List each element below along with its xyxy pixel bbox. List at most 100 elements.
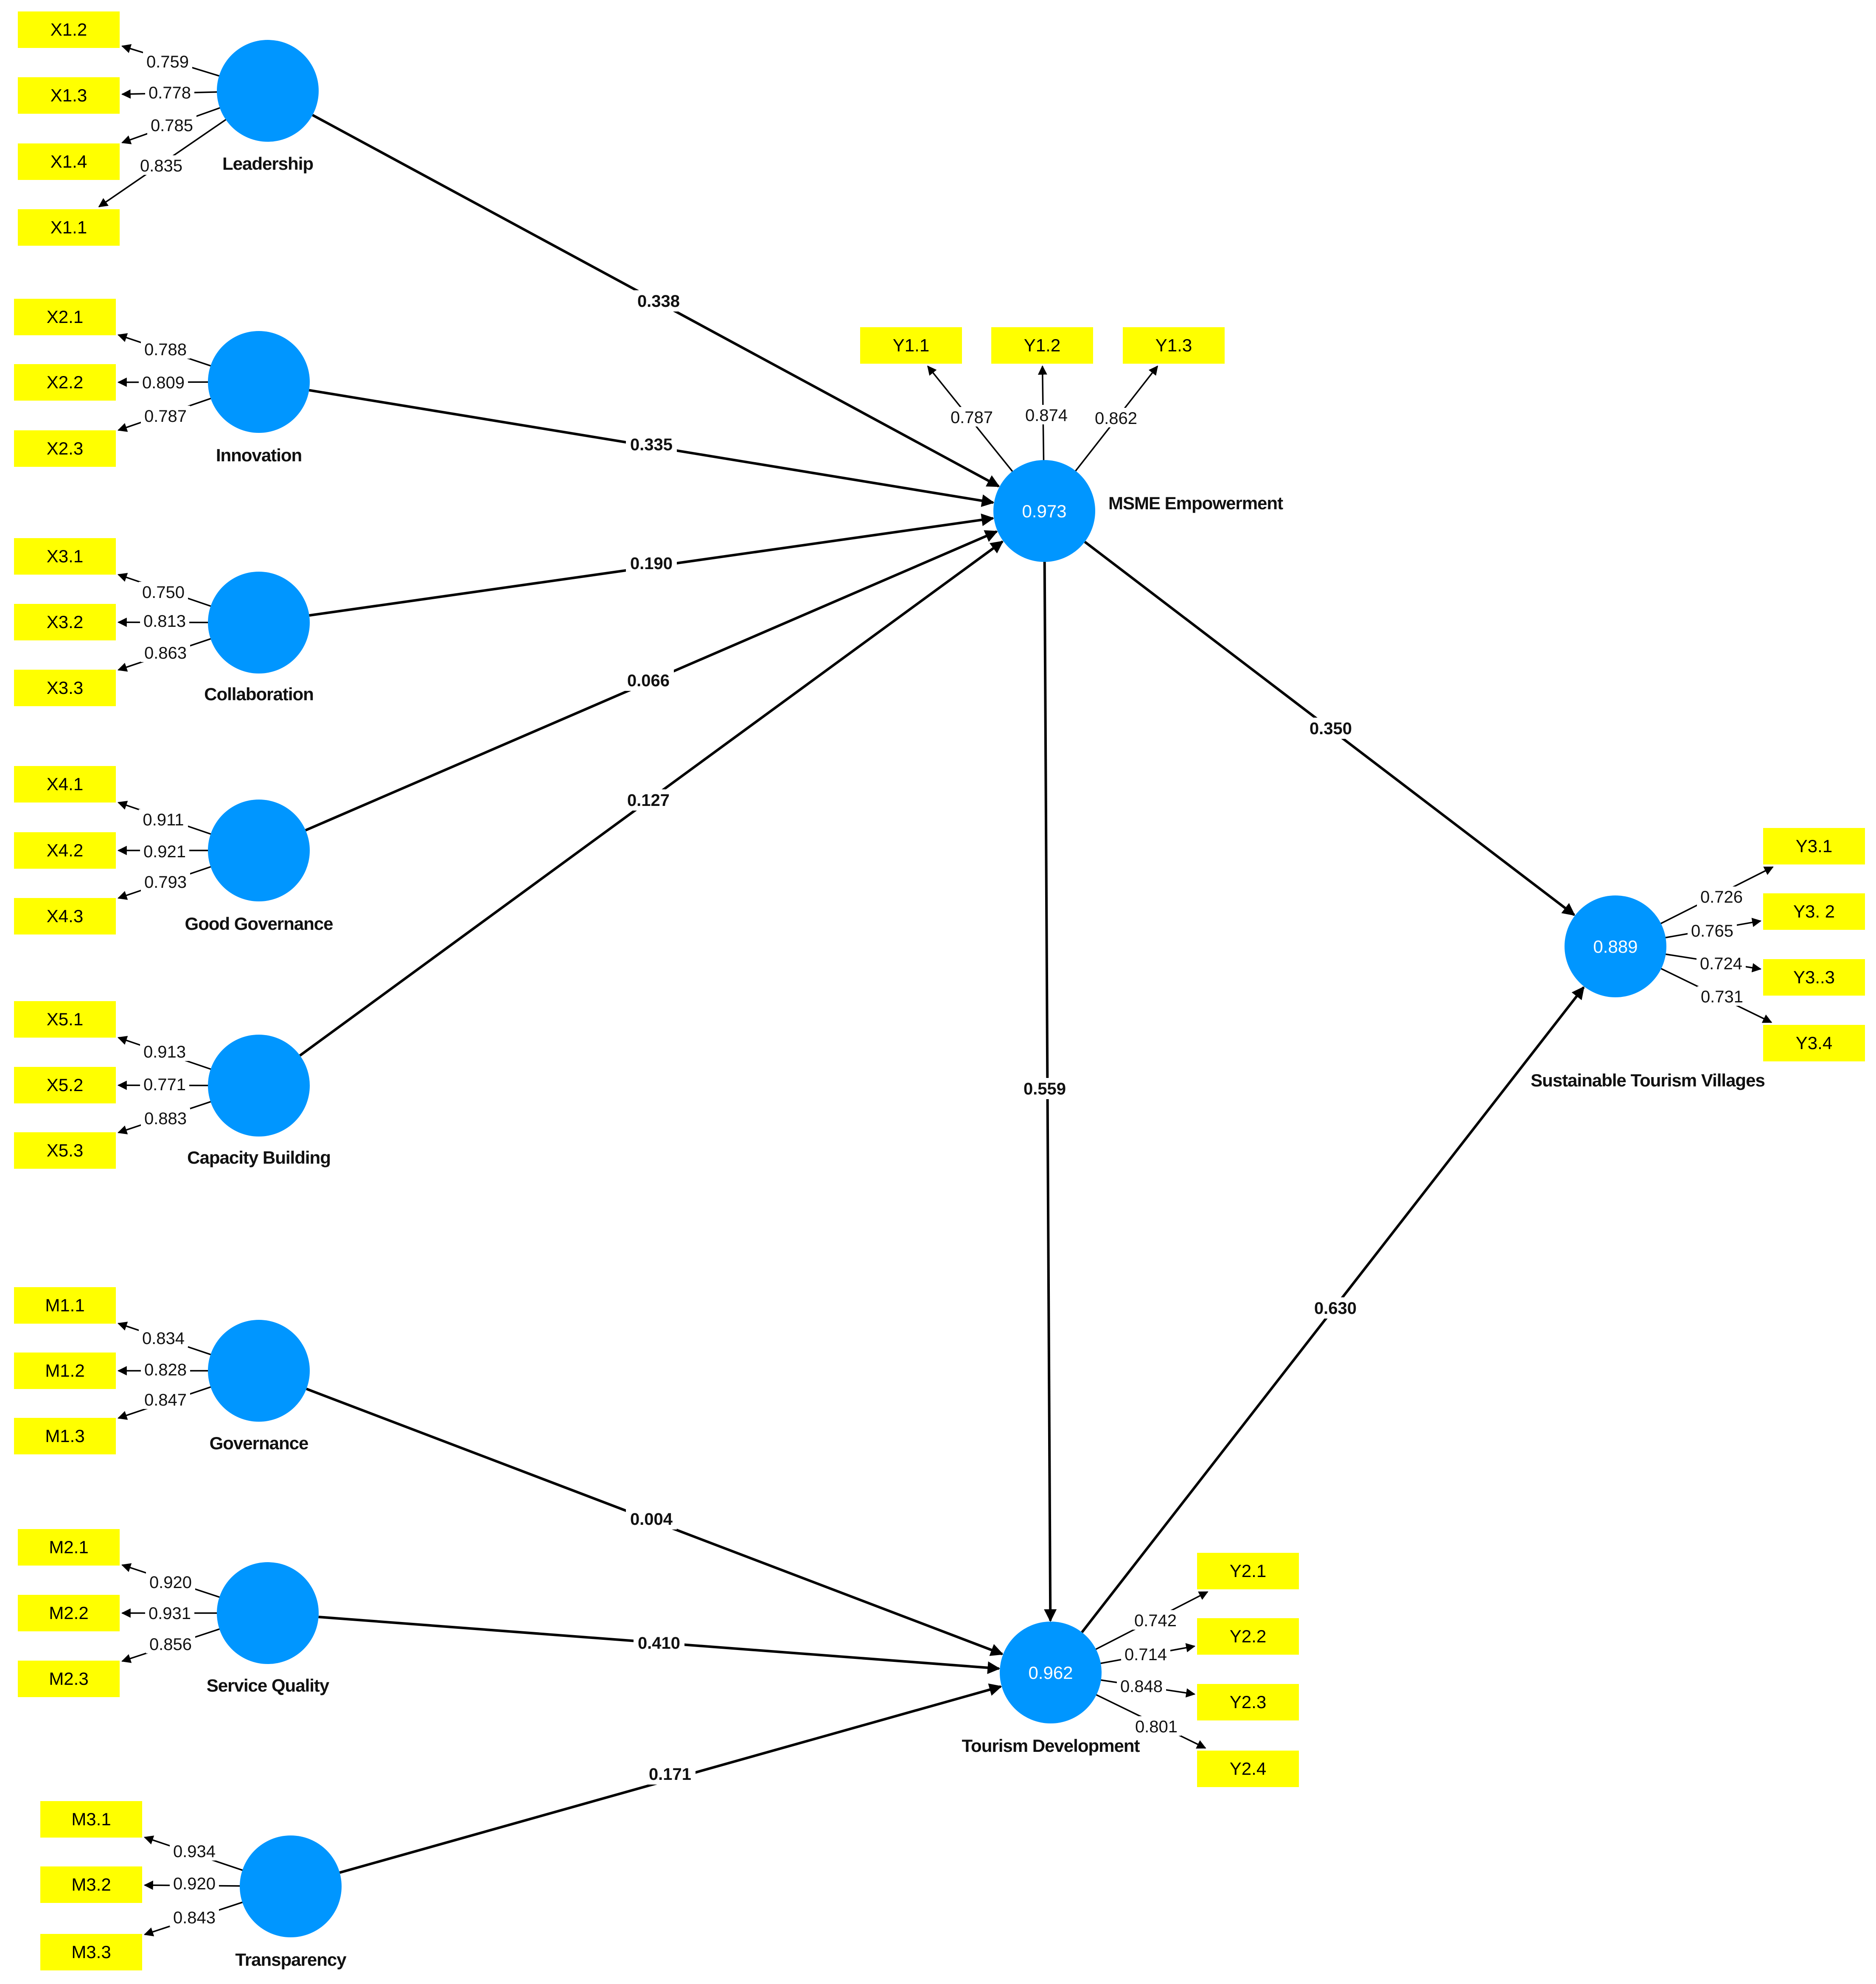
indicator-y3-1-box[interactable] — [1763, 828, 1865, 864]
indicator-x3-3-loading-value: 0.863 — [144, 644, 187, 662]
indicator-x4-1-loading-value: 0.911 — [143, 811, 184, 829]
indicator-x4-1-label: X4.1 — [47, 774, 83, 794]
indicator-y1-1-loading-value: 0.787 — [951, 408, 993, 427]
indicator-y3-3-label: Y3..3 — [1793, 967, 1835, 987]
indicator-x3-2-box[interactable] — [14, 604, 116, 640]
indicator-y2-1-loading-bg — [1131, 1610, 1180, 1630]
indicator-x5-1-box[interactable] — [14, 1001, 116, 1038]
indicator-y2-2-loading-value: 0.714 — [1124, 1645, 1167, 1664]
indicator-x4-3-box[interactable] — [14, 898, 116, 934]
construct-tourism-dev-node[interactable] — [1000, 1622, 1102, 1723]
indicator-m2-3-loading-bg — [146, 1634, 195, 1653]
indicator-x2-2-loading-value: 0.809 — [142, 373, 185, 392]
measurement-loadings: 0.7590.7780.7850.8350.7880.8090.7870.750… — [98, 44, 1774, 1936]
indicator-x4-3-loading-value: 0.793 — [144, 873, 187, 892]
indicator-m2-3-box[interactable] — [18, 1661, 120, 1697]
construct-transparency-node[interactable] — [240, 1835, 342, 1937]
indicator-m1-2-box[interactable] — [14, 1353, 116, 1389]
indicator-y3-2-box[interactable] — [1763, 893, 1865, 930]
indicator-m3-2-box[interactable] — [40, 1866, 142, 1903]
indicator-x1-1-label: X1.1 — [50, 217, 87, 237]
indicator-m3-1-loading-value: 0.934 — [173, 1842, 216, 1861]
indicator-y2-3-loading-bg — [1117, 1676, 1166, 1695]
indicator-m3-2-loading-bg — [170, 1873, 219, 1893]
indicator-m2-3-loading-value: 0.856 — [149, 1635, 192, 1654]
indicator-x5-3-box[interactable] — [14, 1132, 116, 1169]
indicator-m1-3-box[interactable] — [14, 1418, 116, 1454]
indicator-y1-3-loading-bg — [1091, 408, 1141, 427]
indicator-x1-1-box[interactable] — [18, 209, 120, 246]
construct-leadership-node[interactable] — [217, 40, 319, 142]
indicator-y2-2-label: Y2.2 — [1230, 1626, 1266, 1646]
indicator-y2-2-loading-bg — [1121, 1644, 1170, 1664]
indicator-x3-1-box[interactable] — [14, 538, 116, 575]
indicator-y3-4-loading-value: 0.731 — [1701, 988, 1743, 1006]
construct-capacity-building-node[interactable] — [208, 1035, 310, 1137]
construct-collaboration-name: Collaboration — [204, 684, 314, 704]
indicator-m2-1-box[interactable] — [18, 1529, 120, 1566]
indicator-x5-3-loading-bg — [141, 1108, 190, 1128]
path-good-governance-to-msme-label-bg — [623, 670, 674, 691]
indicator-y1-2-loading-value: 0.874 — [1025, 406, 1068, 425]
indicator-m1-2-label: M1.2 — [45, 1361, 84, 1381]
indicator-x5-2-box[interactable] — [14, 1067, 116, 1103]
indicator-x2-1-label: X2.1 — [47, 307, 83, 327]
indicator-y3-4-box[interactable] — [1763, 1025, 1865, 1061]
construct-governance-node[interactable] — [208, 1320, 310, 1422]
indicator-y1-1-label: Y1.1 — [893, 335, 929, 355]
indicator-m3-3-box[interactable] — [40, 1934, 142, 1970]
indicator-x2-1-loading-bg — [141, 339, 190, 359]
indicator-m1-1-box[interactable] — [14, 1287, 116, 1324]
construct-msme-r-squared: 0.973 — [1022, 501, 1066, 521]
construct-stv-node[interactable] — [1565, 895, 1666, 997]
indicator-x2-1-box[interactable] — [14, 299, 116, 335]
indicator-x2-2-box[interactable] — [14, 364, 116, 401]
indicator-y1-3-box[interactable] — [1123, 327, 1225, 364]
construct-collaboration-node[interactable] — [208, 572, 310, 673]
construct-service-quality-node[interactable] — [217, 1562, 319, 1664]
indicator-x1-3-loading-bg — [145, 82, 194, 102]
indicator-x3-1-loading-bg — [139, 582, 188, 601]
indicator-y2-1-box[interactable] — [1197, 1553, 1299, 1589]
indicator-x4-2-box[interactable] — [14, 832, 116, 869]
indicator-y2-2-box[interactable] — [1197, 1618, 1299, 1655]
indicator-m3-2-loading-value: 0.920 — [173, 1875, 216, 1893]
path-capacity-building-to-msme-label-bg — [623, 789, 674, 811]
indicator-boxes: X1.2X1.3X1.4X1.1X2.1X2.2X2.3X3.1X3.2X3.3… — [14, 11, 1865, 1970]
indicator-x1-2-box[interactable] — [18, 11, 120, 48]
indicator-m2-2-box[interactable] — [18, 1595, 120, 1631]
indicator-m3-1-box[interactable] — [40, 1801, 142, 1838]
path-collaboration-to-msme-label-bg — [626, 553, 677, 574]
path-leadership-to-msme-label-bg — [633, 290, 684, 311]
indicator-y3-3-loading-value: 0.724 — [1700, 954, 1742, 973]
indicator-x1-1-loading-value: 0.835 — [140, 157, 182, 175]
indicator-x1-1-loading-bg — [137, 155, 186, 175]
construct-good-governance-node[interactable] — [208, 800, 310, 901]
indicator-y2-4-box[interactable] — [1197, 1751, 1299, 1787]
indicator-x3-3-box[interactable] — [14, 670, 116, 706]
construct-innovation-name: Innovation — [216, 445, 302, 465]
path-governance-to-tourism-dev-coefficient: 0.004 — [630, 1510, 673, 1529]
indicator-x1-4-box[interactable] — [18, 143, 120, 180]
indicator-x3-3-loading-bg — [141, 643, 190, 662]
indicator-y1-2-box[interactable] — [991, 327, 1093, 364]
indicator-x5-2-loading-bg — [140, 1074, 189, 1094]
indicator-y3-2-loading-value: 0.765 — [1691, 922, 1733, 940]
indicator-x2-3-box[interactable] — [14, 430, 116, 467]
indicator-m2-2-loading-bg — [145, 1603, 194, 1622]
construct-capacity-building-name: Capacity Building — [187, 1148, 331, 1167]
indicator-y1-1-box[interactable] — [860, 327, 962, 364]
indicator-y2-3-box[interactable] — [1197, 1684, 1299, 1720]
indicator-x5-2-label: X5.2 — [47, 1075, 83, 1095]
indicator-y3-1-loading-bg — [1697, 887, 1746, 906]
indicator-x1-3-box[interactable] — [18, 77, 120, 114]
construct-msme-node[interactable] — [993, 460, 1095, 562]
indicator-y3-3-box[interactable] — [1763, 959, 1865, 996]
indicator-x1-3-loading-value: 0.778 — [149, 84, 191, 102]
indicator-y1-2-label: Y1.2 — [1024, 335, 1060, 355]
indicator-y2-1-label: Y2.1 — [1230, 1561, 1266, 1581]
indicator-x4-1-box[interactable] — [14, 766, 116, 803]
construct-innovation-node[interactable] — [208, 331, 310, 433]
indicator-x1-2-label: X1.2 — [50, 20, 87, 39]
